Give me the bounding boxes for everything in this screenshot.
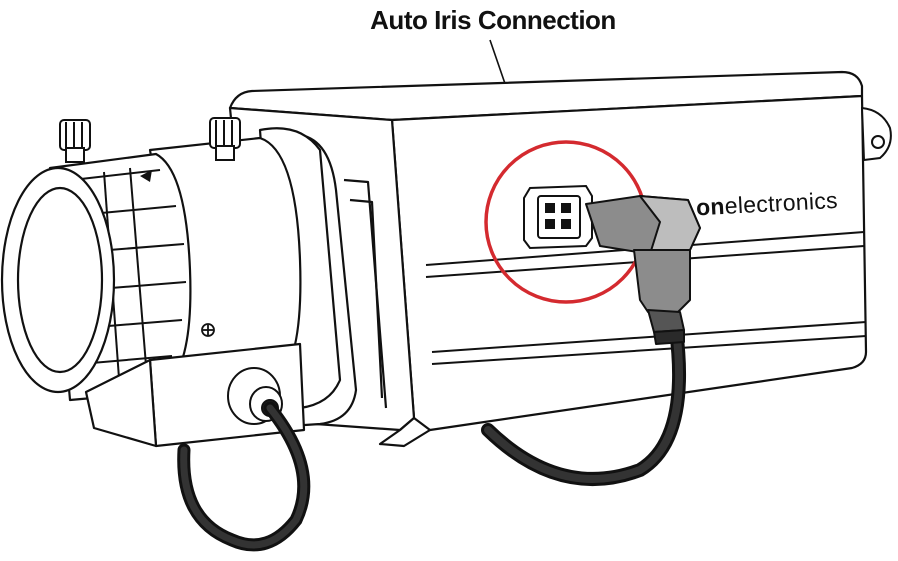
four-pin-socket-icon (523, 184, 593, 250)
brand-bold: on (695, 193, 725, 220)
lens-adjust-knobs (59, 117, 241, 163)
lens-front-glass (0, 166, 116, 394)
rear-mount-tab (860, 106, 892, 162)
brand-rest: electronics (724, 187, 838, 219)
brand-wordmark: onelectronics (695, 187, 838, 220)
triangle-mark-icon (140, 170, 152, 182)
iris-connector (585, 195, 701, 345)
lens-screw (201, 323, 215, 337)
callout-label: Auto Iris Connection (370, 5, 616, 35)
